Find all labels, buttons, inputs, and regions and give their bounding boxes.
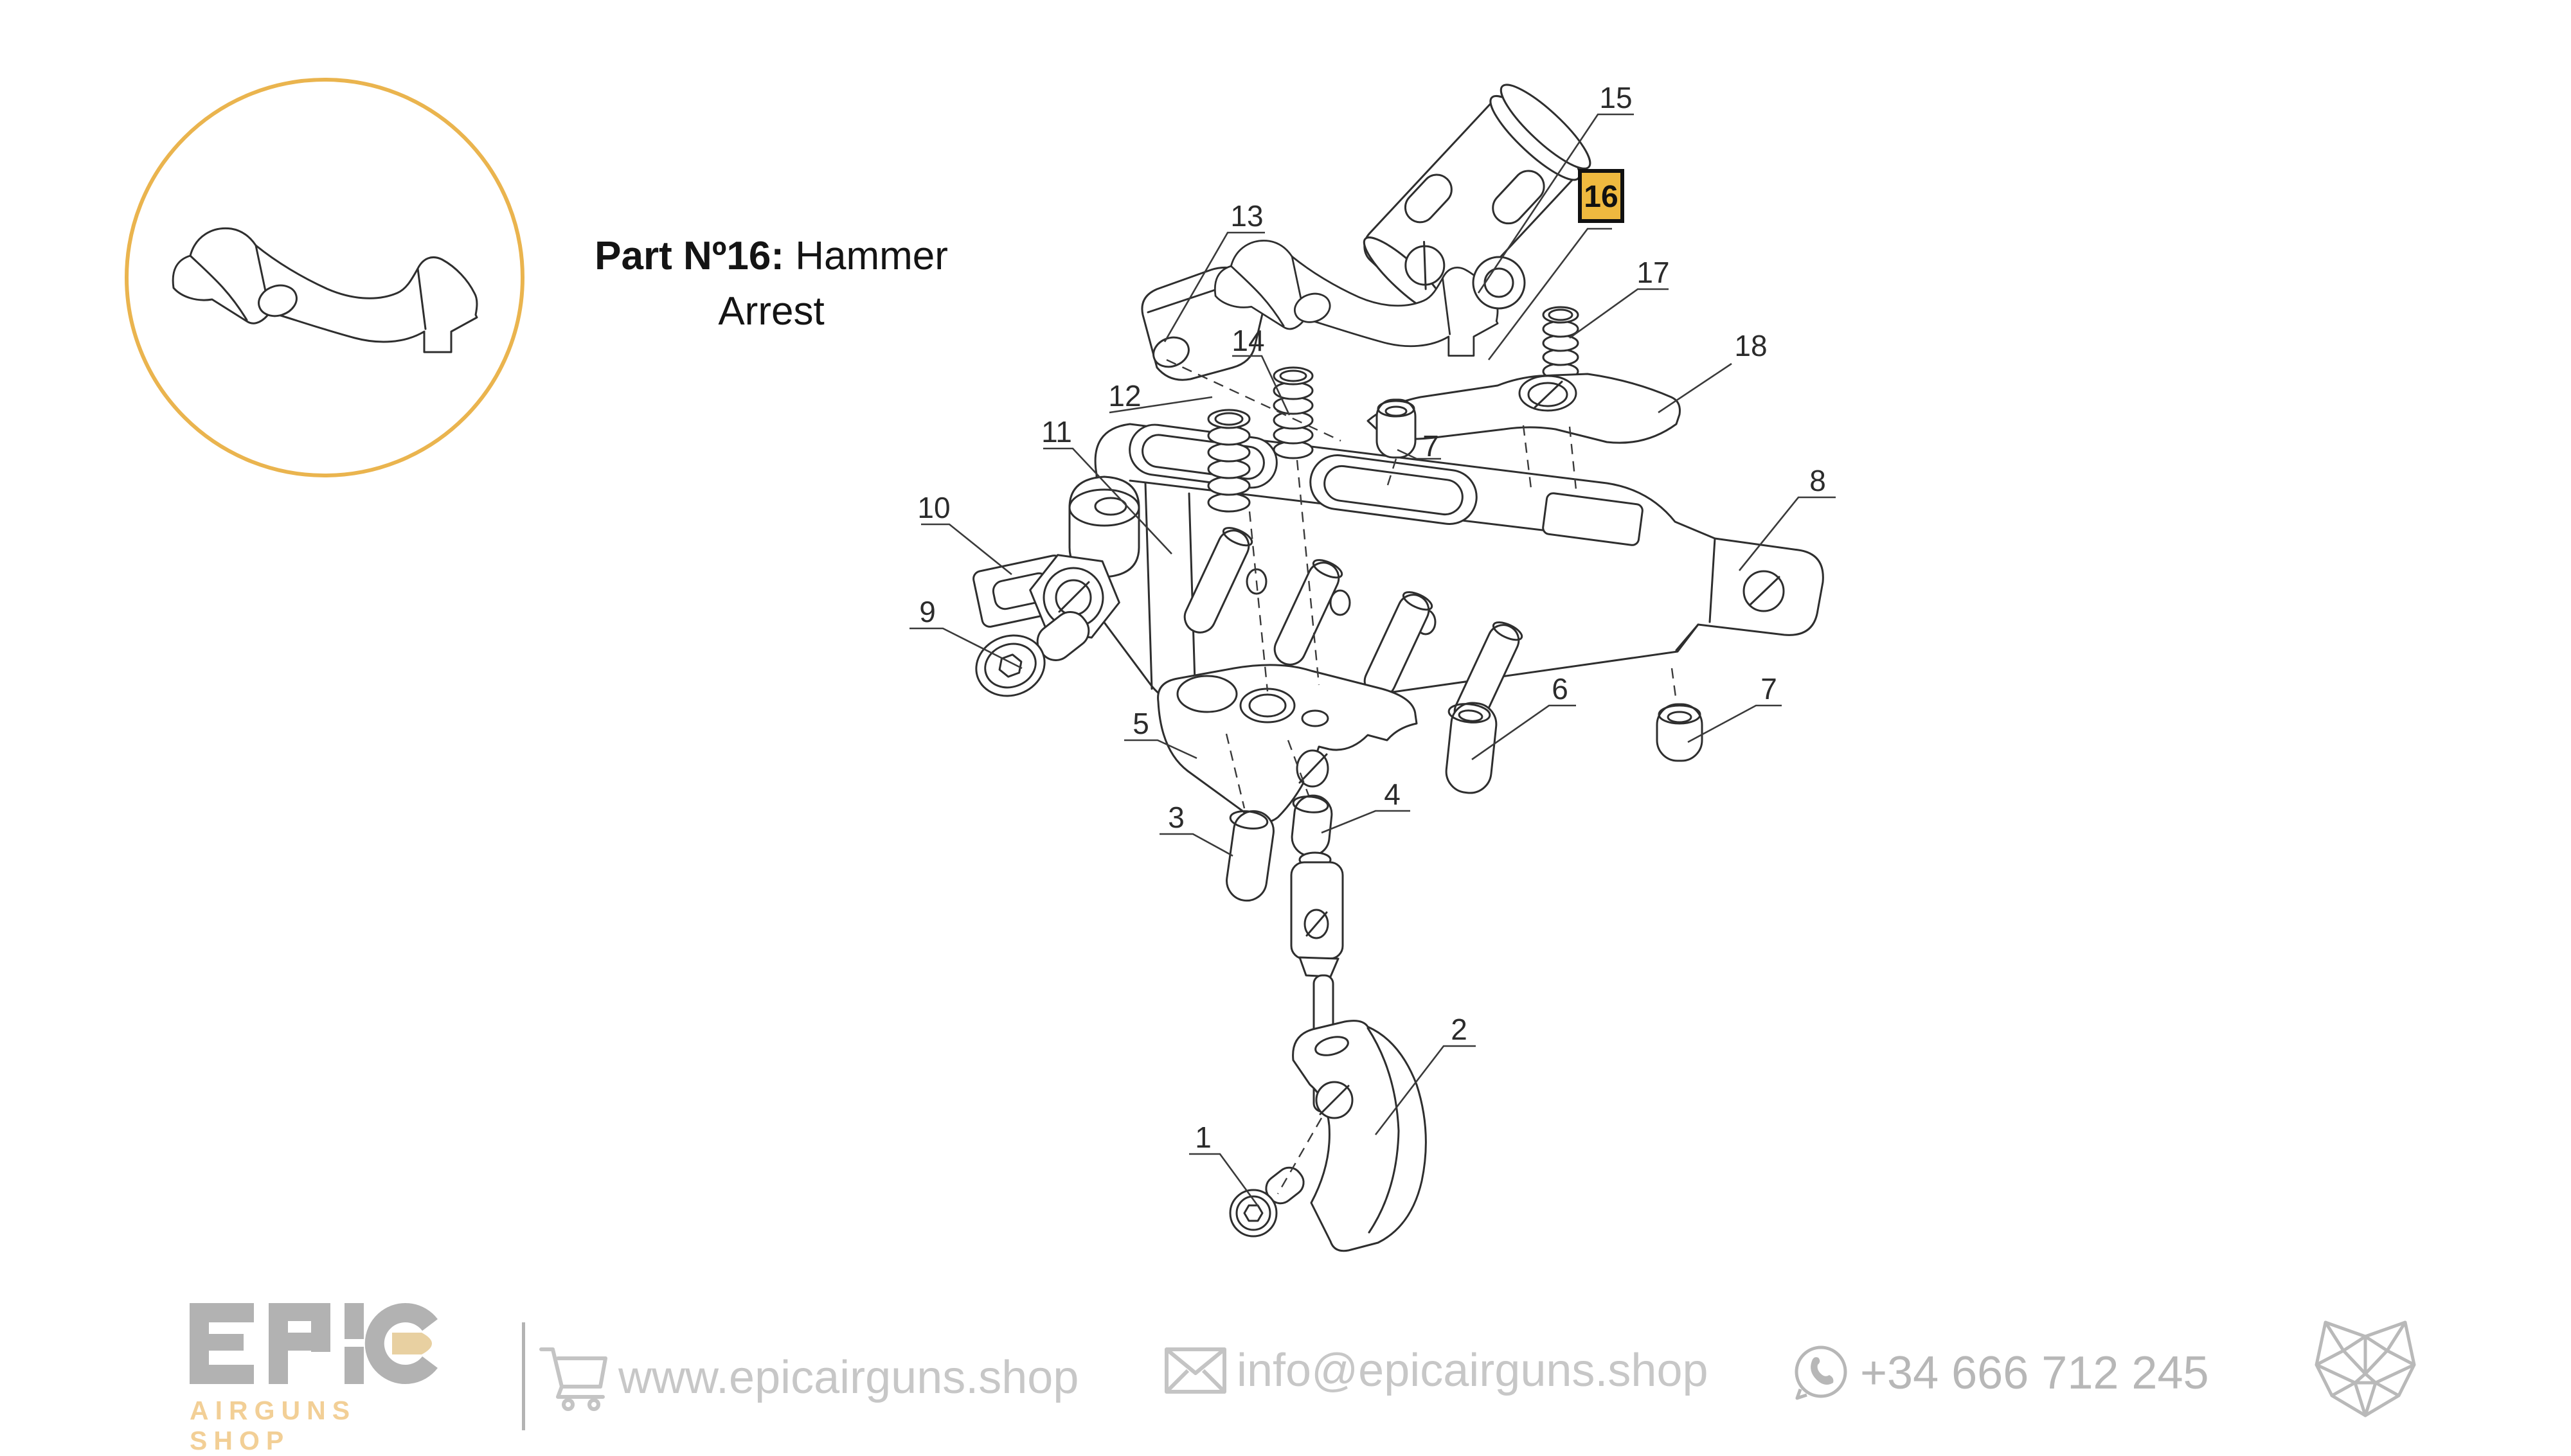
part-number-label: 14 bbox=[1232, 324, 1264, 357]
assembly-axis-dashed bbox=[1166, 359, 1341, 442]
part-number-label: 15 bbox=[1599, 81, 1632, 114]
email-text: info@epicairguns.shop bbox=[1237, 1345, 1708, 1396]
leader-line bbox=[1163, 231, 1265, 342]
assembly-axis-dashed bbox=[1287, 740, 1310, 796]
assembly-axis-dashed bbox=[1225, 733, 1246, 809]
assembly-axis-dashed bbox=[1522, 425, 1532, 489]
inset-circle-border bbox=[125, 78, 524, 477]
footer-email: info@epicairguns.shop bbox=[1165, 1344, 1708, 1397]
part-callout-number: Part Nº16: bbox=[595, 234, 784, 278]
part-callout: Part Nº16: Hammer Arrest bbox=[566, 229, 977, 339]
assembly-axis-dashed bbox=[1671, 668, 1678, 702]
wolf-logo-icon bbox=[2315, 1320, 2416, 1417]
part-number-label: 7 bbox=[1422, 429, 1439, 463]
part-number-label: 11 bbox=[1041, 415, 1072, 448]
leader-line bbox=[1043, 447, 1172, 555]
leader-line bbox=[1232, 355, 1291, 416]
website-text: www.epicairguns.shop bbox=[618, 1352, 1079, 1403]
receiver-pins bbox=[1183, 527, 1523, 728]
footer-divider bbox=[522, 1322, 525, 1430]
leader-line bbox=[1477, 113, 1634, 294]
part-number-label: 12 bbox=[1108, 379, 1141, 413]
part-number-label: 8 bbox=[1809, 464, 1826, 497]
part-3-pin bbox=[1226, 810, 1275, 902]
part-number-label: 6 bbox=[1552, 672, 1568, 706]
part-15-hammer-cylinder bbox=[1363, 84, 1591, 317]
assembly-axis-dashed bbox=[1386, 458, 1397, 488]
detail-inset bbox=[125, 78, 524, 477]
footer-website: www.epicairguns.shop bbox=[539, 1344, 1079, 1411]
part-number-label: 13 bbox=[1230, 199, 1263, 233]
part-number-label: 5 bbox=[1133, 707, 1149, 740]
part-12-spring bbox=[1207, 409, 1251, 513]
leader-line bbox=[1687, 704, 1782, 743]
badge-leader-line bbox=[1487, 227, 1612, 360]
leader-line bbox=[1124, 739, 1197, 759]
part-5-housing bbox=[1157, 664, 1418, 823]
envelope-icon bbox=[1165, 1347, 1226, 1394]
part-number-label: 4 bbox=[1384, 777, 1401, 811]
epic-logo bbox=[190, 1303, 438, 1384]
phone-text: +34 666 712 245 bbox=[1860, 1347, 2209, 1399]
part-number-label: 9 bbox=[919, 595, 936, 628]
assembly-axis-dashed bbox=[1277, 1117, 1323, 1194]
part-callout-line2: Arrest bbox=[718, 289, 825, 333]
part-7-pin-lower bbox=[1656, 703, 1703, 762]
assembly-axis-dashed bbox=[1568, 426, 1577, 490]
part-11-boss bbox=[1068, 475, 1140, 578]
leader-line bbox=[1321, 810, 1410, 834]
highlighted-part-number: 16 bbox=[1584, 180, 1618, 214]
part-number-label: 7 bbox=[1760, 672, 1777, 706]
part-16-hammer-arrest bbox=[1214, 240, 1526, 357]
logo-subtitle: AIRGUNS SHOP bbox=[190, 1396, 357, 1455]
part-9-screw bbox=[975, 611, 1090, 697]
part-callout-line1: Part Nº16: Hammer bbox=[566, 229, 977, 284]
part-14-spring bbox=[1273, 366, 1314, 459]
receiver-body bbox=[1094, 423, 1824, 716]
assembly-axis-dashed bbox=[1296, 459, 1320, 686]
leader-line bbox=[1189, 1153, 1260, 1207]
leader-line bbox=[921, 523, 1012, 576]
part-number-label: 17 bbox=[1636, 256, 1669, 289]
cart-icon bbox=[539, 1347, 607, 1411]
part-6-pin bbox=[1445, 702, 1498, 794]
leader-line bbox=[1471, 704, 1576, 761]
part-number-label: 3 bbox=[1168, 801, 1185, 834]
part-18-sear bbox=[1366, 373, 1681, 444]
leader-line bbox=[1569, 288, 1669, 339]
leader-line bbox=[1374, 1045, 1476, 1135]
highlighted-part-badge bbox=[1578, 169, 1624, 223]
footer-phone: +34 666 712 245 bbox=[1792, 1344, 2209, 1402]
part-number-label: 1 bbox=[1195, 1121, 1212, 1154]
part-10-hex-adjuster bbox=[972, 554, 1120, 639]
leader-line bbox=[1109, 396, 1213, 414]
bullet-icon bbox=[392, 1333, 432, 1354]
whatsapp-icon bbox=[1795, 1345, 1847, 1400]
part-number-label: 2 bbox=[1451, 1013, 1467, 1046]
leader-line bbox=[1397, 448, 1441, 460]
leader-line bbox=[909, 627, 1023, 670]
leader-line bbox=[1738, 496, 1836, 571]
part-number-label: 18 bbox=[1734, 329, 1767, 362]
part-1-screw bbox=[1229, 1166, 1305, 1238]
part-7-pin-upper bbox=[1375, 398, 1417, 459]
leader-line bbox=[1658, 362, 1732, 414]
leader-line bbox=[1160, 833, 1233, 857]
part-number-label: 10 bbox=[917, 491, 950, 524]
part-callout-name: Hammer bbox=[784, 234, 948, 278]
part-17-spring bbox=[1542, 306, 1579, 380]
part-2-trigger bbox=[1292, 1020, 1427, 1252]
assembly-axis-dashed bbox=[1248, 511, 1269, 692]
